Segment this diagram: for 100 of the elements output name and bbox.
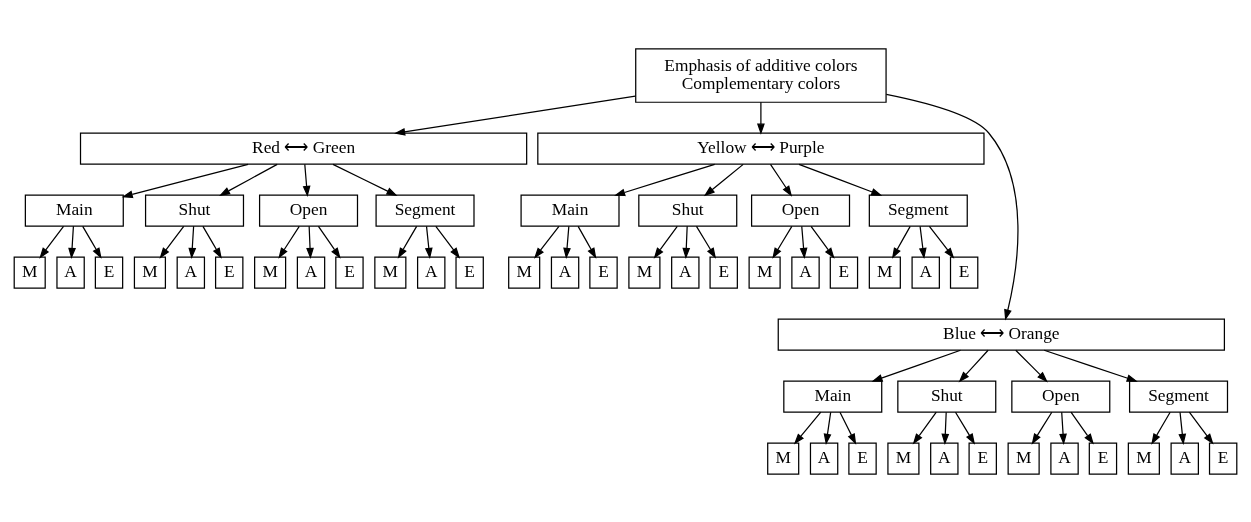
arrow <box>695 225 717 259</box>
node-box: Red ⟷ Green <box>79 132 528 165</box>
arrow <box>798 163 883 196</box>
arrow <box>302 163 311 197</box>
arrow <box>1015 349 1048 382</box>
arrow <box>958 349 989 382</box>
arrow <box>159 225 185 259</box>
node-box: Main <box>520 194 620 227</box>
arrow <box>39 225 65 259</box>
arrow <box>682 225 691 259</box>
node-box: A <box>176 256 206 289</box>
arrow <box>653 225 678 259</box>
node-box: Open <box>1011 379 1111 413</box>
node-box: A <box>911 256 940 289</box>
node-box: A <box>791 256 820 289</box>
arrow <box>82 225 102 259</box>
node-box: Open <box>751 194 851 227</box>
arrow <box>918 225 927 259</box>
node-box: Emphasis of additive colors Complementary colors <box>635 47 887 103</box>
node-box: Shut <box>897 379 997 413</box>
node-box: E <box>1208 441 1238 475</box>
arrow <box>1059 411 1067 445</box>
node-box: M <box>508 256 541 289</box>
node-box: M <box>1007 441 1040 475</box>
node-box: E <box>94 256 124 289</box>
arrow <box>810 225 835 259</box>
arrow <box>68 225 76 259</box>
arrow <box>219 163 278 196</box>
arrow <box>202 225 222 259</box>
node-box: M <box>628 256 661 289</box>
arrow <box>793 411 822 444</box>
node-box: A <box>296 256 326 289</box>
arrow <box>1188 411 1214 445</box>
node-box: Segment <box>868 194 968 227</box>
arrow <box>534 225 560 259</box>
node-box: Segment <box>375 194 475 227</box>
arrow <box>188 225 197 259</box>
arrow <box>941 411 950 445</box>
arrow <box>435 225 461 259</box>
node-box: A <box>550 256 580 289</box>
arrow <box>317 225 341 259</box>
node-box: E <box>968 441 997 475</box>
arrow <box>1178 411 1187 445</box>
node-box: M <box>748 256 781 289</box>
arrow <box>1151 411 1171 445</box>
arrow <box>954 411 976 445</box>
arrow <box>1070 411 1094 445</box>
node-box: E <box>589 256 618 289</box>
arrow <box>871 349 962 382</box>
arrow <box>614 163 716 196</box>
node-box: A <box>1050 441 1079 475</box>
node-box: M <box>767 441 800 475</box>
node-box: M <box>13 256 46 289</box>
node-box: E <box>709 256 738 289</box>
node-box: E <box>949 256 979 289</box>
node-box: A <box>417 256 446 289</box>
arrow <box>577 225 597 259</box>
node-box: Segment <box>1128 379 1229 413</box>
arrow <box>332 163 398 196</box>
arrow <box>769 163 793 197</box>
arrow <box>703 163 744 196</box>
arrow <box>424 225 433 259</box>
node-box: M <box>254 256 287 289</box>
node-box: E <box>829 256 859 289</box>
arrow <box>394 95 636 136</box>
arrow <box>912 411 937 445</box>
node-box: M <box>133 256 166 289</box>
node-box: Yellow ⟷ Purple <box>537 132 985 165</box>
node-box: Blue ⟷ Orange <box>777 318 1225 351</box>
arrow <box>823 411 832 445</box>
node-box: A <box>671 256 700 289</box>
node-box: A <box>1170 441 1199 475</box>
arrow <box>1031 411 1053 445</box>
node-box: Open <box>258 194 359 227</box>
arrow <box>306 225 314 259</box>
arrow <box>121 163 249 198</box>
arrow <box>278 225 300 259</box>
arrow <box>799 225 808 259</box>
arrow <box>1043 349 1138 382</box>
node-box: E <box>848 441 877 475</box>
node-box: M <box>868 256 901 289</box>
node-box: A <box>56 256 85 289</box>
node-box: M <box>374 256 407 289</box>
arrow <box>928 225 955 259</box>
node-box: Shut <box>144 194 245 227</box>
node-box: E <box>1088 441 1118 475</box>
node-box: A <box>809 441 839 475</box>
arrow <box>839 411 857 445</box>
arrow <box>757 101 765 135</box>
node-box: Main <box>24 194 124 227</box>
arrow <box>891 225 911 259</box>
arrow <box>397 225 418 259</box>
node-box: M <box>887 441 920 475</box>
node-box: A <box>930 441 959 475</box>
node-box: Shut <box>638 194 738 227</box>
arrow <box>885 93 1019 321</box>
arrow <box>772 225 793 259</box>
node-box: E <box>335 256 364 289</box>
node-box: M <box>1127 441 1160 475</box>
node-box: E <box>215 256 244 289</box>
